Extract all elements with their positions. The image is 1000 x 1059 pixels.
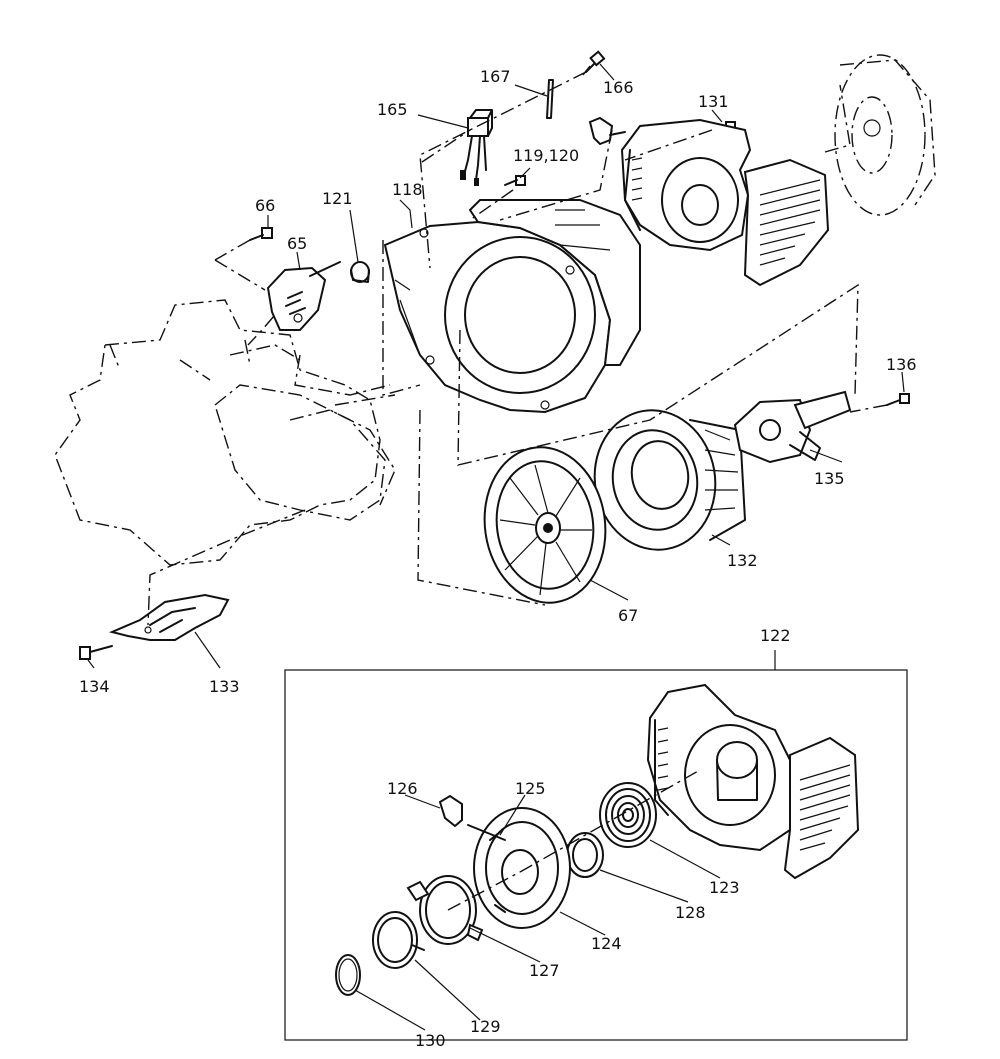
label-121: 121 [322,189,353,208]
label-118: 118 [392,180,423,199]
label-133: 133 [209,677,240,696]
label-136: 136 [886,355,917,374]
fan-housing-118 [383,199,641,414]
spring-case-128 [566,832,604,878]
ratchet-127 [406,875,484,945]
label-124: 124 [591,934,622,953]
recoil-starter-subassembly-box [284,650,908,1041]
bolt-136 [886,393,910,406]
label-129: 129 [470,1017,501,1036]
label-123: 123 [709,878,740,897]
label-167: 167 [480,67,511,86]
label-65: 65 [287,234,307,253]
circlip-130 [335,954,361,996]
label-119-120: 119,120 [513,146,579,165]
label-125: 125 [515,779,546,798]
recoil-spring-123 [599,782,657,848]
label-128: 128 [675,903,706,922]
friction-plate-129 [372,911,425,969]
starter-rope-125 [467,824,506,841]
bolt-166 [582,50,606,76]
cover-65 [266,261,341,331]
label-127: 127 [529,961,560,980]
engine-block-outline [54,299,396,566]
cooling-fan-67 [483,446,607,604]
label-165: 165 [377,100,408,119]
label-132: 132 [727,551,758,570]
starter-housing-122 [646,683,860,880]
recoil-handle-131 [588,116,626,146]
rope-reel-124 [473,807,571,929]
spacer-121 [350,261,370,283]
bolt-119-120 [504,175,526,186]
label-131: 131 [698,92,729,111]
starter-cup-135 [733,390,852,464]
label-126: 126 [387,779,418,798]
flywheel-ghost [834,54,936,216]
part-labels: 166 167 165 131 119,120 66 121 118 65 13… [79,67,917,1050]
baffle-133 [108,593,230,641]
label-66: 66 [255,196,275,215]
label-67: 67 [618,606,638,625]
label-166: 166 [603,78,634,97]
label-130: 130 [415,1031,446,1050]
bolt-134 [79,645,113,660]
leader-lines [87,63,905,1031]
label-135: 135 [814,469,845,488]
subassembly-guide-lines [447,769,701,911]
wire-167 [546,79,554,119]
ignition-coil-165 [460,109,493,186]
label-134: 134 [79,677,110,696]
assembly-guide-lines [147,71,888,626]
starter-grip-126 [438,794,463,828]
bolt-66 [249,227,273,241]
recoil-starter-top [620,118,830,287]
flywheel-132 [593,409,746,551]
label-122: 122 [760,626,791,645]
